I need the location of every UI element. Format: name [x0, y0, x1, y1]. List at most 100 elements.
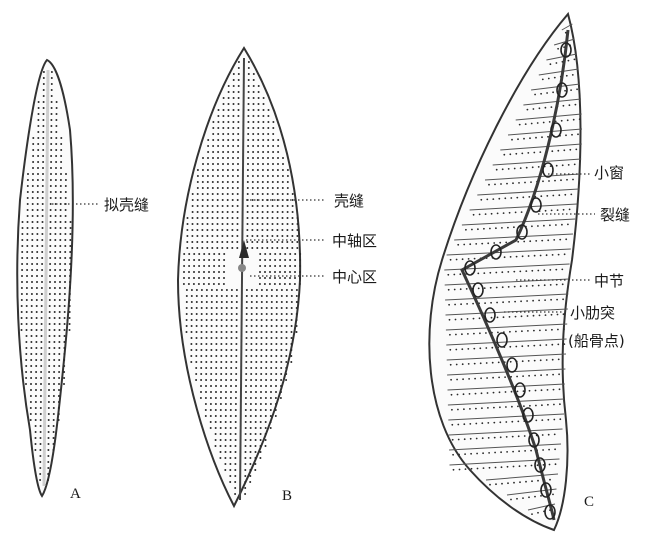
stipple-dot: [30, 389, 32, 391]
stipple-dot: [296, 319, 298, 321]
stipple-dot: [518, 450, 520, 452]
stipple-dot: [294, 259, 296, 261]
stipple-dot: [35, 389, 37, 391]
stipple-dot: [191, 247, 193, 249]
stipple-dot: [266, 229, 268, 231]
stipple-dot: [227, 193, 229, 195]
stipple-dot: [476, 453, 478, 455]
stipple-dot: [30, 377, 32, 379]
stipple-dot: [31, 239, 33, 241]
stipple-dot: [59, 299, 61, 301]
stipple-dot: [193, 271, 195, 273]
stipple-dot: [252, 157, 254, 159]
stipple-dot: [550, 284, 552, 286]
stipple-dot: [229, 475, 231, 477]
stipple-dot: [486, 199, 488, 201]
stipple-dot: [30, 353, 32, 355]
stipple-dot: [473, 318, 475, 320]
stipple-dot: [50, 131, 52, 133]
label-keel-puncta: (船骨点): [568, 330, 625, 351]
stipple-dot: [50, 125, 52, 127]
stipple-dot: [246, 331, 248, 333]
stipple-dot: [493, 422, 495, 424]
stipple-dot: [36, 239, 38, 241]
stipple-dot: [500, 183, 502, 185]
stipple-dot: [59, 275, 61, 277]
stipple-dot: [222, 187, 224, 189]
stipple-dot: [286, 235, 288, 237]
stipple-dot: [253, 109, 255, 111]
stipple-dot: [201, 325, 203, 327]
stipple-dot: [222, 205, 224, 207]
stipple-dot: [449, 334, 451, 336]
stipple-dot: [277, 217, 279, 219]
stipple-dot: [269, 283, 271, 285]
stipple-dot: [21, 263, 23, 265]
stipple-dot: [55, 149, 57, 151]
stipple-dot: [299, 253, 301, 255]
stipple-dot: [215, 433, 217, 435]
stipple-dot: [31, 245, 33, 247]
stipple-dot: [225, 385, 227, 387]
stipple-dot: [512, 451, 514, 453]
stipple-dot: [270, 379, 272, 381]
stipple-dot: [528, 496, 530, 498]
stipple-dot: [47, 467, 49, 469]
stipple-dot: [506, 183, 508, 185]
stipple-dot: [225, 379, 227, 381]
stipple-dot: [265, 343, 267, 345]
stipple-dot: [529, 137, 531, 139]
stipple-dot: [49, 239, 51, 241]
stipple-dot: [30, 395, 32, 397]
stipple-dot: [226, 301, 228, 303]
stipple-dot: [212, 127, 214, 129]
stipple-dot: [234, 463, 236, 465]
stipple-dot: [231, 295, 233, 297]
stipple-dot: [218, 277, 220, 279]
stipple-dot: [232, 193, 234, 195]
stipple-dot: [464, 438, 466, 440]
stipple-dot: [272, 157, 274, 159]
stipple-dot: [451, 424, 453, 426]
stipple-dot: [453, 274, 455, 276]
stipple-dot: [32, 185, 34, 187]
stipple-dot: [226, 241, 228, 243]
stipple-dot: [265, 397, 267, 399]
stipple-dot: [485, 332, 487, 334]
stipple-dot: [32, 137, 34, 139]
stipple-dot: [296, 301, 298, 303]
stipple-dot: [224, 463, 226, 465]
stipple-dot: [257, 211, 259, 213]
label-costa-process: 小肋突: [570, 302, 615, 323]
stipple-dot: [191, 235, 193, 237]
stipple-dot: [557, 209, 559, 211]
stipple-dot: [245, 397, 247, 399]
stipple-dot: [50, 173, 52, 175]
stipple-dot: [252, 133, 254, 135]
stipple-dot: [247, 157, 249, 159]
stipple-dot: [292, 199, 294, 201]
stipple-dot: [505, 421, 507, 423]
stipple-dot: [531, 480, 533, 482]
stipple-dot: [277, 175, 279, 177]
stipple-dot: [259, 271, 261, 273]
stipple-dot: [235, 409, 237, 411]
stipple-dot: [221, 307, 223, 309]
stipple-dot: [210, 361, 212, 363]
stipple-dot: [26, 311, 28, 313]
stipple-dot: [37, 203, 39, 205]
stipple-dot: [40, 377, 42, 379]
stipple-dot: [53, 401, 55, 403]
stipple-dot: [517, 406, 519, 408]
stipple-dot: [550, 63, 552, 65]
stipple-dot: [229, 457, 231, 459]
stipple-dot: [21, 317, 23, 319]
stipple-dot: [256, 235, 258, 237]
stipple-dot: [237, 217, 239, 219]
stipple-dot: [27, 227, 29, 229]
stipple-dot: [235, 373, 237, 375]
stipple-dot: [55, 191, 57, 193]
stipple-dot: [220, 385, 222, 387]
stipple-dot: [222, 121, 224, 123]
stipple-dot: [58, 353, 60, 355]
